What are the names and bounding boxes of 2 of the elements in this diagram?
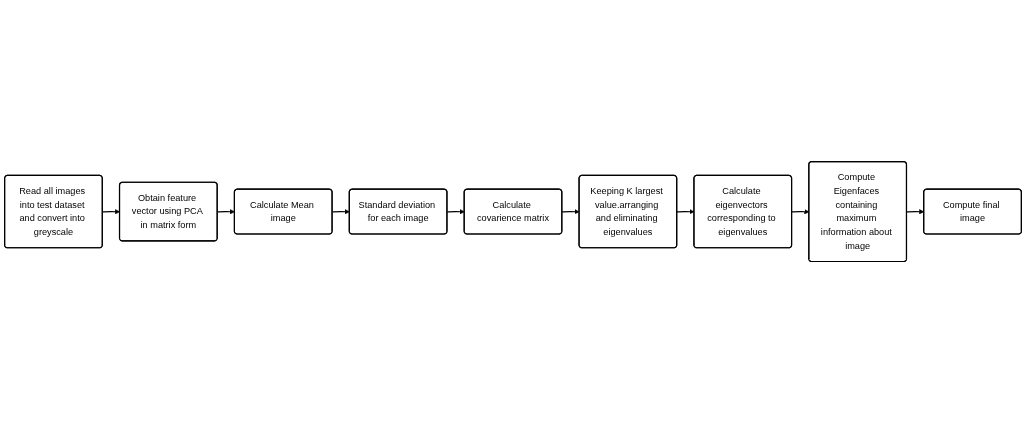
arrow	[446, 209, 465, 215]
arrow	[561, 209, 580, 215]
